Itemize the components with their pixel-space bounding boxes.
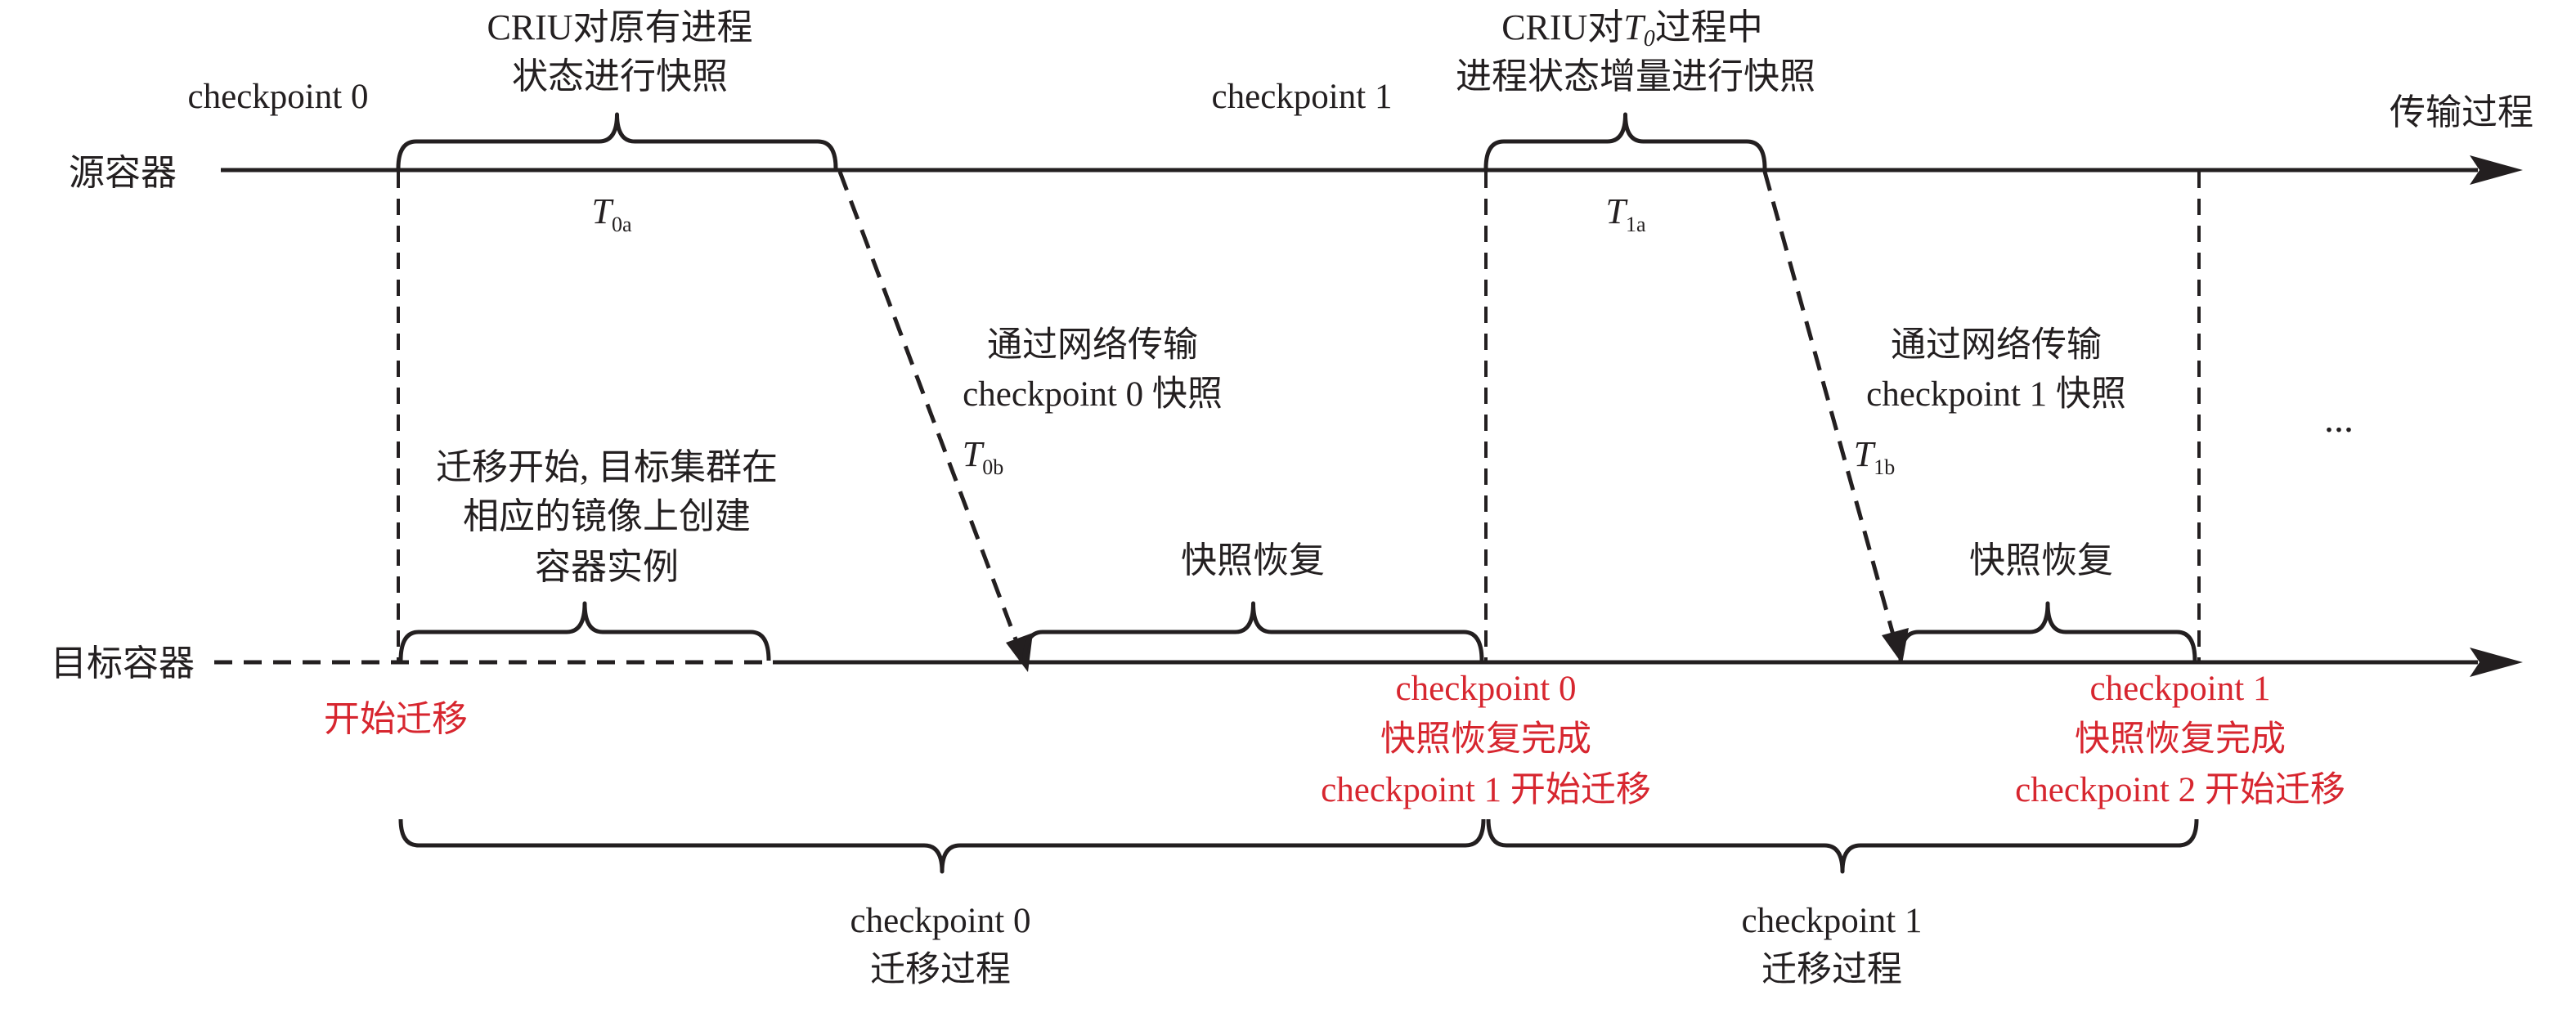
- criu1-line1: CRIU对T0过程中: [1501, 7, 1763, 52]
- transfer-process-label: 传输过程: [2390, 92, 2533, 132]
- network-transfer-1-line2: checkpoint 1 快照: [1866, 375, 2126, 414]
- cp1-done-line3: checkpoint 2 开始迁移: [2015, 771, 2345, 809]
- brace-restore0: [1022, 601, 1484, 661]
- cp0-process-line2: 迁移过程: [870, 951, 1011, 989]
- criu0-line1: CRIU对原有进程: [487, 7, 752, 47]
- t0b-label: T0b: [963, 434, 1003, 479]
- t0a-label: T0a: [591, 191, 631, 236]
- cp1-process-line1: checkpoint 1: [1742, 902, 1923, 940]
- ellipsis: ...: [2324, 397, 2354, 441]
- brace-criu0: [396, 112, 838, 169]
- cp0-process-line1: checkpoint 0: [850, 902, 1031, 940]
- snapshot-restore-0-label: 快照恢复: [1181, 540, 1325, 580]
- criu1-line2: 进程状态增量进行快照: [1456, 56, 1815, 96]
- network-transfer-1-line1: 通过网络传输: [1891, 325, 2102, 365]
- cp1-process-line2: 迁移过程: [1761, 951, 1902, 989]
- t1b-label: T1b: [1854, 434, 1895, 479]
- brace-cp0-process: [398, 818, 1486, 874]
- start-create-line3: 容器实例: [535, 547, 679, 587]
- source-timeline-arrowhead: [2470, 155, 2523, 185]
- network-transfer-0-line2: checkpoint 0 快照: [963, 375, 1223, 414]
- cp1-done-line2: 快照恢复完成: [2075, 719, 2286, 759]
- checkpoint-0-label: checkpoint 0: [188, 78, 369, 116]
- braces-group: [396, 112, 2199, 874]
- cp0-done-line2: 快照恢复完成: [1380, 719, 1591, 759]
- start-create-line2: 相应的镜像上创建: [463, 496, 751, 536]
- brace-criu1: [1483, 112, 1767, 169]
- t1a-label: T1a: [1605, 191, 1645, 236]
- target-container-label: 目标容器: [51, 643, 195, 684]
- brace-restore1: [1898, 601, 2197, 661]
- transfer-arrowhead-1: [1882, 628, 1909, 664]
- checkpoint-1-label: checkpoint 1: [1212, 78, 1393, 116]
- transfer-arrow-0: [837, 171, 1021, 647]
- source-container-label: 源容器: [69, 153, 177, 193]
- start-create-line1: 迁移开始, 目标集群在: [436, 447, 778, 487]
- criu0-line2: 状态进行快照: [512, 56, 728, 96]
- network-transfer-0-line1: 通过网络传输: [987, 325, 1198, 365]
- brace-create-instance: [398, 601, 771, 661]
- brace-cp1-process: [1486, 818, 2199, 874]
- snapshot-restore-1-label: 快照恢复: [1969, 540, 2113, 580]
- cp1-done-line1: checkpoint 1: [2090, 670, 2271, 708]
- target-timeline-arrowhead: [2470, 648, 2523, 677]
- start-migration-label: 开始迁移: [324, 699, 468, 739]
- cp0-done-line1: checkpoint 0: [1396, 670, 1577, 708]
- cp0-done-line3: checkpoint 1 开始迁移: [1321, 771, 1651, 809]
- transfer-arrow-1: [1762, 171, 1896, 639]
